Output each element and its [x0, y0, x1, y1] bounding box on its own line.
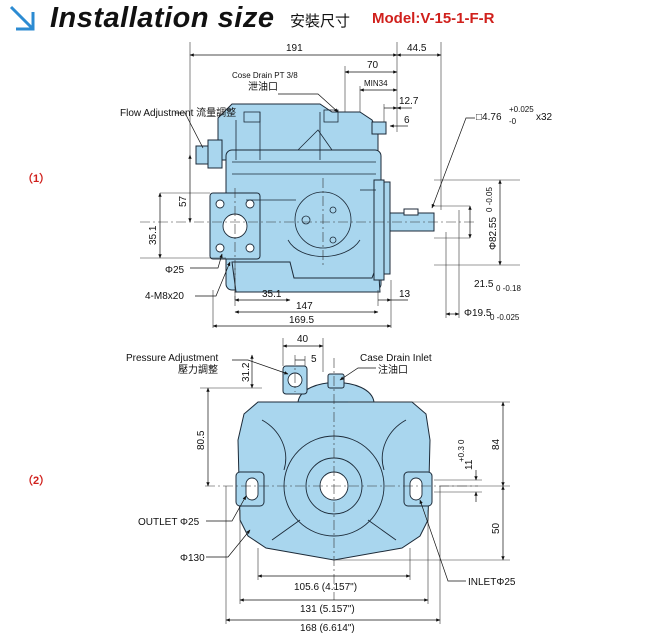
arrow-down-right-icon [9, 5, 35, 31]
flow-adjustment-label: Flow Adjustment 流量調整 [120, 106, 236, 119]
dim-31-2: 31.2 [241, 362, 252, 382]
dim-key: □4.76 [476, 112, 502, 123]
dim-147: 147 [296, 301, 313, 312]
view-2-tag: （2） [22, 475, 51, 487]
dim-82-55: Φ82.55 [488, 217, 499, 250]
page-title-cn: 安裝尺寸 [290, 13, 351, 30]
outlet-label: OUTLET Φ25 [138, 517, 200, 528]
dim-19-5-tol: 0 -0.025 [490, 313, 520, 322]
dim-191: 191 [286, 43, 303, 54]
dim-131: 131 (5.157") [300, 604, 355, 615]
view-2-centerlines [205, 355, 478, 600]
dim-44-5: 44.5 [407, 43, 427, 54]
dim-key-length: x32 [536, 112, 553, 123]
dim-82-55-tol: 0 -0.05 [485, 187, 494, 212]
dim-21-5-tol: 0 -0.18 [496, 284, 521, 293]
view-1-extension-lines [140, 42, 520, 328]
dim-6: 6 [404, 115, 410, 126]
dim-key-tol-top: +0.025 [509, 105, 534, 114]
page-title: Installation size [50, 2, 275, 34]
view-1-dimension-lines [158, 53, 502, 328]
view-2-dimension-lines [206, 344, 505, 622]
dim-13: 13 [399, 289, 411, 300]
phi25-label: Φ25 [165, 265, 185, 276]
dim-35-1-horizontal: 35.1 [262, 289, 282, 300]
view-1-tag: （1） [22, 173, 51, 185]
dim-169-5: 169.5 [289, 315, 314, 326]
dim-105-6: 105.6 (4.157") [294, 582, 357, 593]
case-drain-label-cn: 泄油口 [248, 80, 278, 93]
dim-57: 57 [178, 195, 189, 207]
dim-key-tol-bot: -0 [509, 117, 517, 126]
view-1-side-view: Flow Adjustment 流量調整 Cose Drain PT 3/8 泄… [120, 42, 553, 328]
dim-80-5: 80.5 [196, 430, 207, 450]
dim-11: 11 [464, 459, 475, 470]
dim-40: 40 [297, 334, 309, 345]
model-number: Model:V-15-1-F-R [372, 10, 495, 27]
dim-84: 84 [491, 438, 502, 450]
dim-19-5: Φ19.5 [464, 308, 492, 319]
dim-21-5: 21.5 [474, 279, 494, 290]
dim-5: 5 [311, 354, 317, 365]
view-1-leaders [175, 93, 475, 297]
header: Installation size 安裝尺寸 Model:V-15-1-F-R [0, 0, 650, 38]
min34-label: MIN34 [364, 79, 388, 88]
dim-11-tol: +0.3 0 [457, 439, 466, 462]
view-2-front-view: Pressure Adjustment 壓力調整 Case Drain Inle… [126, 334, 516, 634]
dim-70: 70 [367, 60, 379, 71]
pressure-adjustment-label: Pressure Adjustment [126, 353, 218, 364]
case-drain-inlet-label: Case Drain Inlet [360, 353, 432, 364]
inlet-label: INLETΦ25 [468, 577, 516, 588]
case-drain-label: Cose Drain PT 3/8 [232, 71, 298, 80]
pressure-adjustment-label-cn: 壓力調整 [178, 363, 218, 376]
dim-12-7: 12.7 [399, 96, 419, 107]
view-2-leaders [206, 359, 466, 582]
phi130-label: Φ130 [180, 553, 205, 564]
dim-168: 168 (6.614") [300, 623, 355, 634]
bolt-spec-label: 4-M8x20 [145, 291, 184, 302]
pump-side-body [195, 103, 435, 293]
dim-35-1-vertical: 35.1 [148, 225, 159, 245]
dim-50: 50 [491, 522, 502, 534]
case-drain-inlet-label-cn: 注油口 [378, 363, 408, 376]
